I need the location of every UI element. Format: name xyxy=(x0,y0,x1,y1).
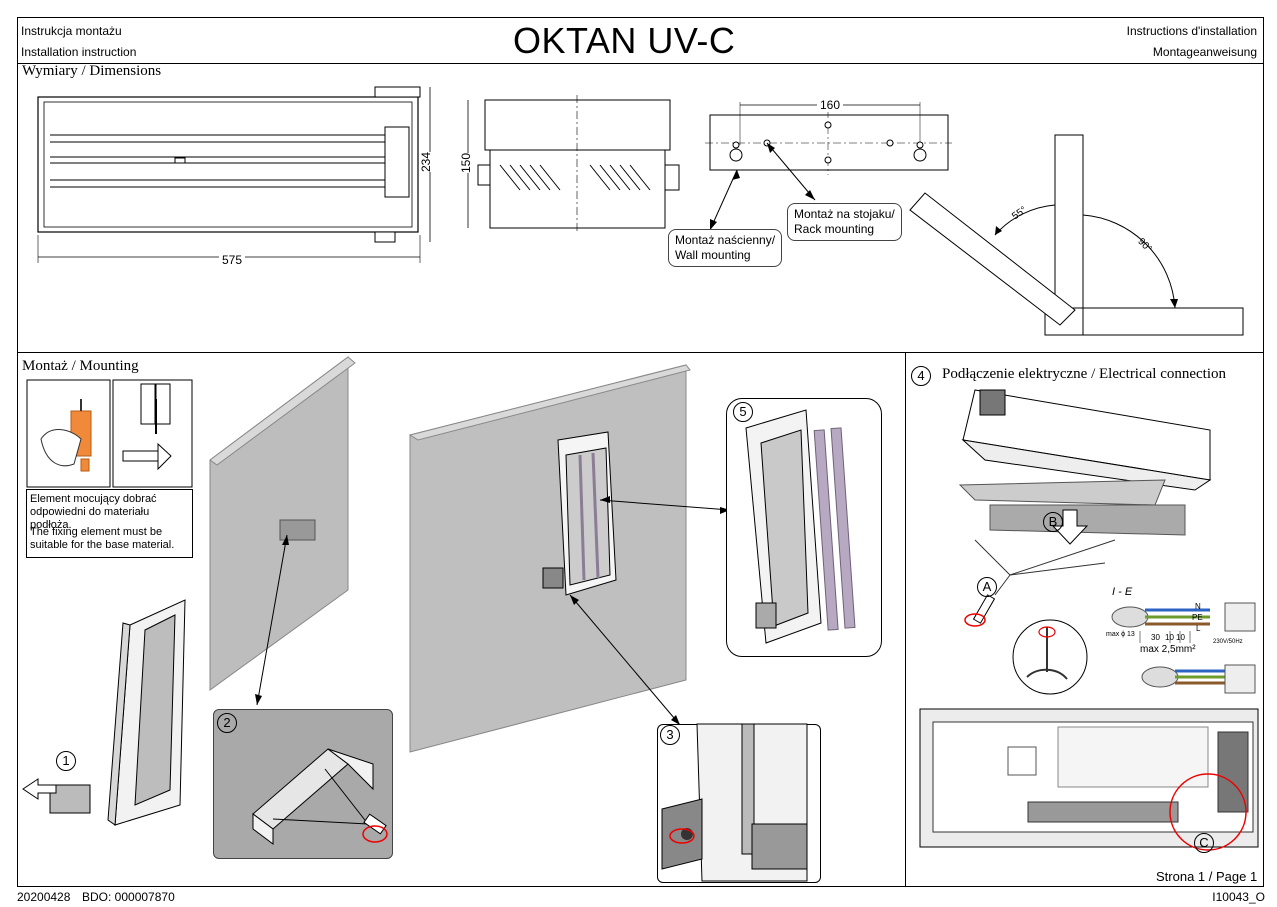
width-dimension-label: 575 xyxy=(219,253,246,267)
step5-lamp-illustration xyxy=(745,409,856,644)
rack-mounting-en: Rack mounting xyxy=(794,222,875,236)
max-diameter-label: max ϕ 13 xyxy=(1106,631,1135,638)
header-left-bottom: Installation instruction xyxy=(21,45,137,59)
drill-illustration xyxy=(26,379,193,488)
fixing-note-pl: Element mocujący dobrać odpowiedni do ma… xyxy=(30,493,157,531)
step5-number: 5 xyxy=(733,402,753,422)
wires-and-screwdriver xyxy=(964,539,1116,627)
column-divider xyxy=(905,352,906,887)
step4-number: 4 xyxy=(911,366,931,386)
housing-interior xyxy=(919,708,1259,851)
footer-doc-code: I10043_O xyxy=(1212,890,1265,904)
hole-spacing-label: 160 xyxy=(817,98,844,112)
ie-label: I - E xyxy=(1112,586,1133,598)
header-left-top: Instrukcja montażu xyxy=(21,24,122,38)
step2-number: 2 xyxy=(217,713,237,733)
depth-dimension-label: 150 xyxy=(459,152,474,174)
label-b: B xyxy=(1043,512,1063,532)
step1-lamp-illustration xyxy=(22,599,186,826)
label-c: C xyxy=(1194,833,1214,853)
electrical-open-housing xyxy=(958,389,1212,536)
fixing-note-en: The fixing element must be suitable for … xyxy=(30,526,175,551)
step3-number: 3 xyxy=(660,725,680,745)
footer-date: 20200428 xyxy=(17,890,71,904)
dimensions-heading: Wymiary / Dimensions xyxy=(22,63,162,79)
label-a: A xyxy=(977,577,997,597)
voltage-label: 230V/50Hz xyxy=(1213,639,1243,645)
section-divider xyxy=(17,352,1264,353)
step1-number: 1 xyxy=(56,751,76,771)
header-divider xyxy=(17,63,1264,64)
front-view-drawing xyxy=(37,86,431,263)
mounting-arrows xyxy=(709,142,816,231)
terminal-n: N xyxy=(1195,602,1201,611)
terminal-pe: PE xyxy=(1192,613,1203,622)
page-title: OKTAN UV-C xyxy=(513,20,736,61)
wiring-diagram xyxy=(1111,602,1256,694)
back-view-drawing xyxy=(705,102,952,175)
connector-detail xyxy=(1012,619,1088,695)
max-wire-label: max 2,5mm² xyxy=(1140,644,1196,655)
footer-bdo: BDO: 000007870 xyxy=(82,890,175,904)
rack-mounting-callout: Montaż na stojaku/ Rack mounting xyxy=(787,203,902,241)
header-right-top: Instructions d'installation xyxy=(1126,24,1257,38)
angle-drawing xyxy=(909,134,1244,336)
terminal-l: L xyxy=(1196,624,1201,633)
header-right-bottom: Montageanweisung xyxy=(1152,45,1257,59)
rack-mounting-pl: Montaż na stojaku/ xyxy=(794,207,895,221)
step3-illustration xyxy=(661,723,808,882)
step2-arrow xyxy=(255,534,289,706)
wall-mounting-en: Wall mounting xyxy=(675,248,751,262)
wall-panel-center xyxy=(408,364,691,753)
wall-panel-left xyxy=(209,356,356,691)
strip-length-10a: 10 xyxy=(1165,633,1174,642)
strip-length-10b: 10 xyxy=(1176,633,1185,642)
step2-bracket-illustration xyxy=(252,748,388,845)
mounting-heading: Montaż / Mounting xyxy=(22,358,139,374)
strip-length-30: 30 xyxy=(1151,633,1160,642)
fixing-note-box xyxy=(26,489,193,558)
page-number: Strona 1 / Page 1 xyxy=(1156,869,1258,884)
center-arrows xyxy=(569,496,731,726)
page-frame xyxy=(17,17,1264,887)
wall-mounting-callout: Montaż naścienny/ Wall mounting xyxy=(668,229,783,267)
electrical-heading: Podłączenie elektryczne / Electrical con… xyxy=(942,366,1227,382)
wall-mounting-pl: Montaż naścienny/ xyxy=(675,233,776,247)
side-view-drawing xyxy=(467,95,680,233)
height-dimension-label: 234 xyxy=(419,151,434,173)
